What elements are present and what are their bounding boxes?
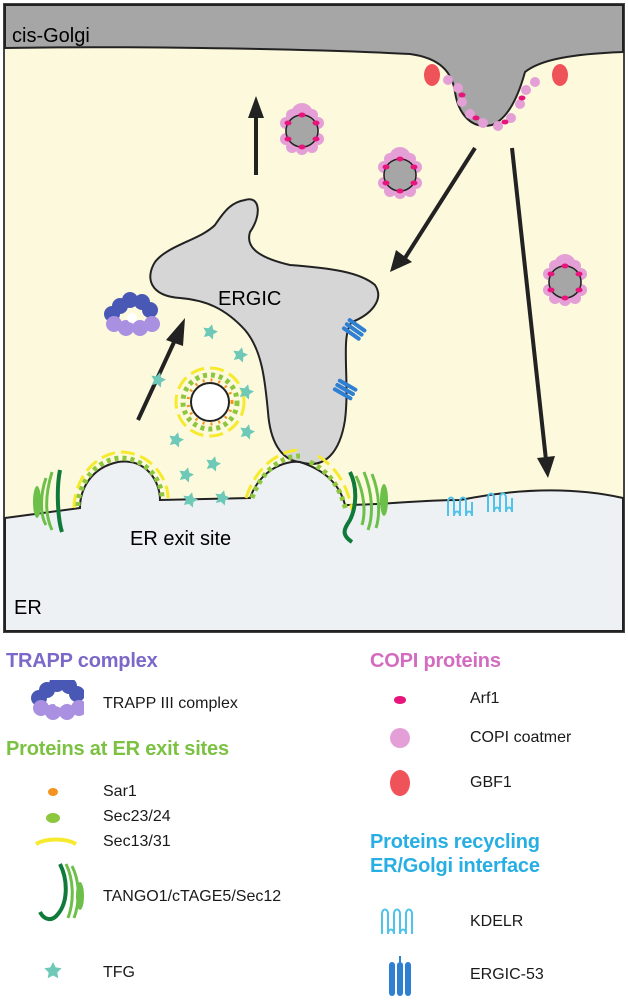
arf1-icon <box>394 696 406 704</box>
legend-title-copi: COPI proteins <box>370 650 501 672</box>
legend-item-ergic-53: ERGIC-53 <box>470 966 544 983</box>
legend: TRAPP complex TRAPP III complex Proteins… <box>0 640 628 1000</box>
tango1-complex-left <box>33 469 64 533</box>
ergic-53-icon <box>389 956 411 996</box>
tango1-complex-right <box>342 471 388 544</box>
er-exit-site-coats <box>72 448 354 511</box>
legend-item-tfg: TFG <box>103 964 135 981</box>
legend-item-sec1331: Sec13/31 <box>103 833 171 850</box>
ergic-53-diagram <box>332 318 367 401</box>
tfg-icon <box>44 962 62 979</box>
er-exit-site-label: ER exit site <box>130 528 231 550</box>
sec2324-icon <box>46 813 60 823</box>
gbf1-right <box>552 64 568 86</box>
copi-coatmer-icon <box>390 728 410 748</box>
legend-title-er-exit: Proteins at ER exit sites <box>6 738 229 760</box>
legend-item-sar1: Sar1 <box>103 783 137 800</box>
cis-golgi-membrane <box>4 4 624 127</box>
sar1-icon <box>48 788 58 796</box>
gbf1-left <box>424 64 440 86</box>
cis-golgi-label: cis-Golgi <box>12 25 90 47</box>
er-golgi-diagram: cis-Golgi ERGIC ER exit site ER <box>3 3 625 633</box>
legend-item-gbf1: GBF1 <box>470 774 512 791</box>
trapp-iii-icon <box>31 680 84 720</box>
legend-item-trapp-iii: TRAPP III complex <box>103 695 238 712</box>
er-label: ER <box>14 597 42 619</box>
ergic-compartment <box>149 198 380 465</box>
legend-item-tango1: TANGO1/cTAGE5/Sec12 <box>103 888 282 905</box>
gbf1-icon <box>390 770 410 796</box>
copii-vesicle <box>174 366 246 438</box>
legend-item-sec2324: Sec23/24 <box>103 808 171 825</box>
kdelr-icon <box>381 908 413 935</box>
sec1331-icon <box>34 837 78 846</box>
legend-item-copi-coatmer: COPI coatmer <box>470 729 572 746</box>
legend-title-trapp: TRAPP complex <box>6 650 158 672</box>
golgi-bud-coat <box>443 75 540 131</box>
legend-item-kdelr: KDELR <box>470 913 524 930</box>
ergic-label: ERGIC <box>218 288 281 310</box>
kdelr-diagram <box>447 492 513 517</box>
legend-item-arf1: Arf1 <box>470 690 500 707</box>
legend-title-recycling: Proteins recycling ER/Golgi interface <box>370 831 540 877</box>
trapp-iii-diagram <box>104 292 160 336</box>
tango1-icon <box>38 863 84 921</box>
